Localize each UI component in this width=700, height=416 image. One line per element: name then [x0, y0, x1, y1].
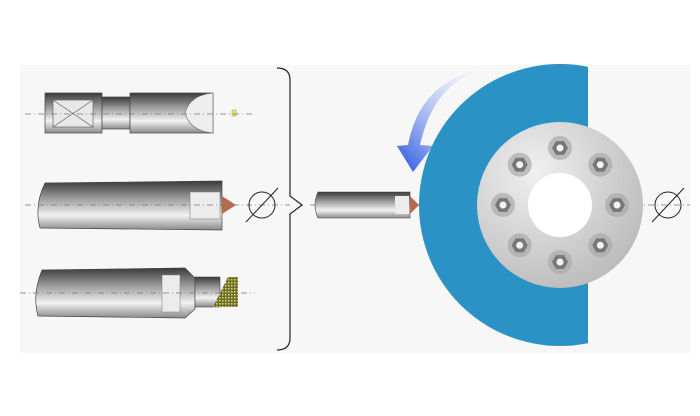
- tool-being-ground: [314, 191, 419, 219]
- tool-square-shank: [44, 92, 237, 134]
- bolt-icon: [588, 233, 613, 258]
- bolt-icon: [507, 152, 532, 177]
- rotation-arrow-icon: [397, 68, 490, 172]
- bolt-icon: [491, 193, 515, 217]
- grinding-wheel: [419, 64, 643, 346]
- bolt-icon: [548, 250, 572, 274]
- bolt-icon: [548, 136, 572, 160]
- diameter-symbol-icon: [651, 187, 685, 223]
- diameter-symbol-icon: [245, 187, 279, 223]
- bolt-icon: [507, 233, 532, 258]
- bolt-icon: [588, 152, 613, 177]
- hub-bolts: [491, 136, 629, 274]
- hub-bore: [528, 173, 592, 237]
- brace: [276, 67, 303, 351]
- bolt-icon: [605, 193, 629, 217]
- tool-round-shank-cone: [37, 180, 236, 231]
